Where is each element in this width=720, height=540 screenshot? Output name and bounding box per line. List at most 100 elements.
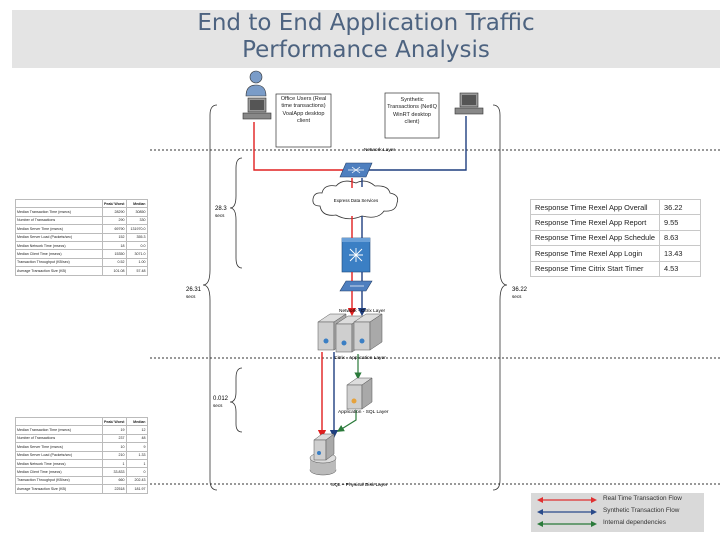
timing-t1-unit: secs: [215, 213, 225, 218]
table-header-cell: [15, 198, 103, 209]
table-header-cell: Peak/ Worst: [102, 198, 127, 209]
response-label: Response Time Citrix Start Timer: [530, 260, 660, 277]
cloud-shape: [312, 180, 399, 220]
response-value: 9.55: [658, 214, 701, 231]
page-title-line-2: Performance Analysis: [242, 37, 490, 63]
table-cell: 18: [102, 240, 127, 251]
table-cell: Median Server Load (Packets/sec): [15, 450, 103, 460]
timing-t1-value: 28.3: [215, 206, 227, 212]
office-users-label: Office Users (Real time transactions) Vo…: [280, 96, 327, 125]
response-value: 4.53: [658, 260, 701, 277]
table-cell: 1: [102, 458, 127, 469]
timing-t4-value: 0.012: [213, 396, 229, 402]
table-cell: 30850: [125, 207, 148, 217]
network-layer-label: Network Layer: [364, 147, 395, 153]
core-switch-icon: [341, 237, 371, 273]
table-cell: Transaction Throughput (KB/sec): [15, 475, 103, 486]
title-bar: End to End Application Traffic Performan…: [12, 10, 720, 68]
table-cell: 48: [125, 433, 148, 444]
legend-label: Internal dependencies: [603, 519, 666, 526]
table-cell: 10: [102, 442, 127, 452]
table-cell: 330: [125, 215, 148, 226]
table-cell: Median Network Time (msecs): [15, 458, 103, 469]
inner-left-brace: [229, 157, 243, 269]
table-cell: 15350: [102, 249, 127, 259]
app-sql-layer-label: Application - SQL Layer: [338, 409, 389, 415]
table-cell: Average Transaction Size (KB): [15, 266, 103, 276]
table-header-cell: Median: [125, 416, 148, 427]
sql-server-icon: [346, 377, 373, 410]
table-cell: 202.43: [125, 475, 148, 486]
outer-left-brace: [202, 104, 218, 491]
table-cell: Number of Transactions: [15, 433, 103, 444]
table-cell: Median Network Time (msecs): [15, 240, 103, 251]
table-header-row: Peak/ Worst Median: [15, 416, 148, 427]
table-cell: 1.00: [125, 257, 148, 268]
table-cell: Median Client Time (msecs): [15, 467, 103, 477]
table-cell: 57.48: [125, 266, 148, 276]
response-label: Response Time Rexel App Overall: [530, 198, 660, 216]
stats-table-bottom: Peak/ Worst Median Median Transaction Ti…: [15, 416, 148, 494]
legend-red-arrow: [537, 497, 597, 503]
response-value: 36.22: [658, 198, 701, 216]
sql-disk-layer-label: SQL – Physical Disk Layer: [331, 482, 388, 488]
table-header-cell: [15, 416, 103, 427]
table-cell: 101.08: [102, 266, 127, 276]
table-cell: Median Client Time (msecs): [15, 249, 103, 259]
table-header-cell: Peak/ Worst: [102, 416, 127, 427]
table-cell: 33.833: [102, 467, 127, 477]
legend-label: Real Time Transaction Flow: [603, 495, 682, 502]
table-cell: Median Transaction Time (msecs): [15, 425, 103, 435]
office-computer-icon: [242, 97, 272, 120]
table-cell: 22518: [102, 484, 127, 494]
table-cell: Median Server Load (Packets/sec): [15, 232, 103, 242]
table-cell: 131970.0: [125, 224, 148, 234]
table-header-row: Peak/ Worst Median: [15, 198, 148, 209]
table-cell: 3071.0: [125, 249, 148, 259]
table-cell: Number of Transactions: [15, 215, 103, 226]
stats-table-top: Peak/ Worst Median Median Transaction Ti…: [15, 198, 148, 276]
table-cell: 237: [102, 433, 127, 444]
response-label: Response Time Rexel App Report: [530, 214, 660, 231]
router-2-icon: [339, 280, 373, 292]
table-cell: Median Server Time (msecs): [15, 224, 103, 234]
legend-item-internal: Internal dependencies: [531, 518, 704, 530]
synthetic-label: Synthetic Transactions (NetIQ WinRT desk…: [387, 97, 437, 126]
cloud-label: Express Data Services: [334, 198, 379, 203]
citrix-app-layer-label: Citrix - Application Layer: [334, 355, 386, 361]
response-label: Response Time Rexel App Schedule: [530, 229, 660, 247]
table-cell: Median Transaction Time (msecs): [15, 207, 103, 217]
table-cell: 0.52: [102, 257, 127, 268]
legend-green-arrow: [537, 521, 597, 527]
table-cell: 69790: [102, 224, 127, 234]
outer-right-brace: [492, 104, 508, 491]
table-cell: Median Server Time (msecs): [15, 442, 103, 452]
table-header-cell: Median: [125, 198, 148, 209]
table-cell: 290: [102, 215, 127, 226]
table-cell: 355.3: [125, 232, 148, 242]
response-value: 13.43: [658, 245, 701, 262]
table-cell: 210: [102, 450, 127, 460]
disk-storage-icon: [309, 433, 337, 476]
legend-blue-arrow: [537, 509, 597, 515]
response-value: 8.63: [658, 229, 701, 247]
table-cell: 660: [102, 475, 127, 486]
